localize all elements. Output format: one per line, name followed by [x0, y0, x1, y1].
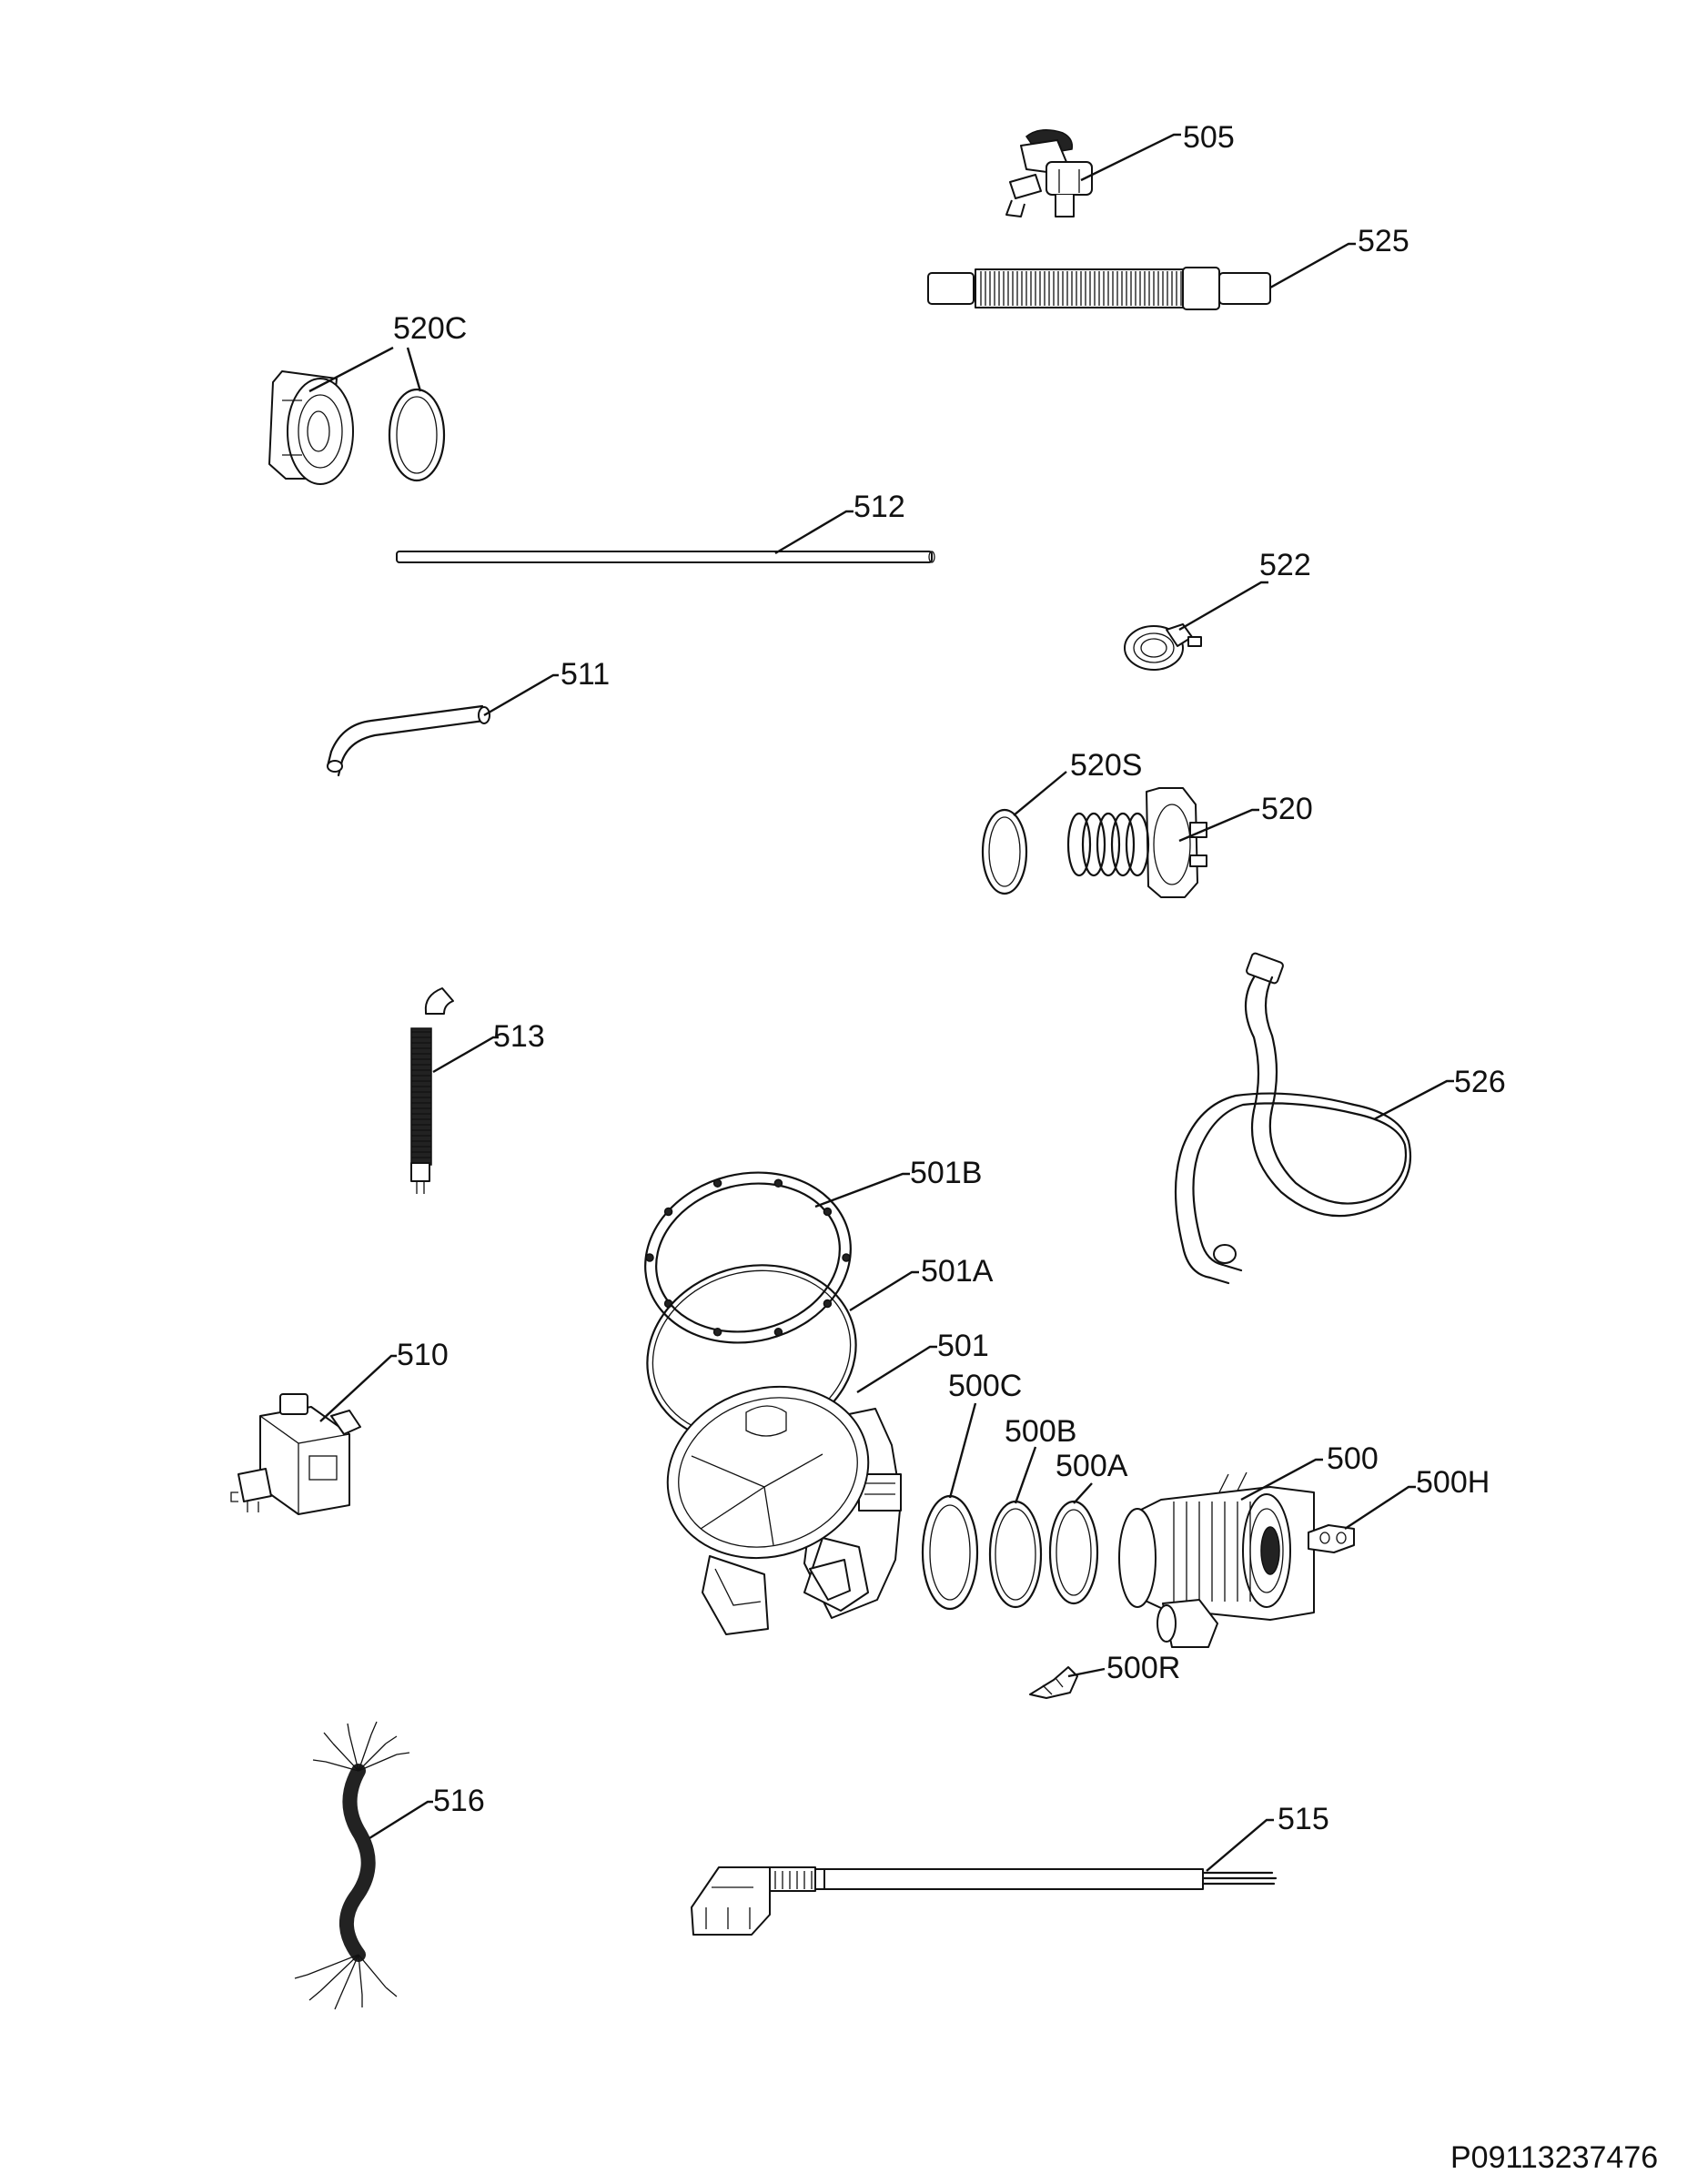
label-520C: 520C	[393, 311, 467, 346]
label-522: 522	[1259, 548, 1311, 582]
part-515-mains-cable	[691, 1866, 1278, 1936]
label-520: 520	[1261, 792, 1313, 826]
label-510: 510	[397, 1338, 449, 1372]
label-500: 500	[1327, 1441, 1379, 1476]
leader-522	[1178, 581, 1268, 632]
label-500C: 500C	[948, 1369, 1022, 1403]
leader-501B	[814, 1172, 910, 1208]
part-500H-clip	[1308, 1524, 1355, 1553]
leader-512	[774, 510, 854, 555]
leader-500C	[948, 1402, 977, 1499]
leader-501A	[849, 1270, 919, 1312]
part-526-drain-hose	[1174, 952, 1412, 1285]
frame-clip	[773, 1178, 783, 1188]
part-500B-ring	[988, 1500, 1043, 1609]
leader-505	[1080, 133, 1181, 182]
label-501A: 501A	[921, 1254, 994, 1289]
spring-coil	[1066, 812, 1092, 877]
part-500C-ring	[921, 1494, 979, 1611]
label-525: 525	[1358, 224, 1409, 258]
leader-520C-b	[406, 347, 422, 392]
frame-clip	[712, 1328, 722, 1337]
label-512: 512	[854, 490, 905, 524]
spring-coil	[1096, 812, 1121, 877]
label-501B: 501B	[910, 1156, 982, 1190]
leader-500R	[1067, 1667, 1106, 1678]
leader-511	[483, 673, 559, 717]
leader-520S	[1013, 771, 1067, 816]
leader-500A	[1073, 1482, 1093, 1504]
part-522-nut	[1124, 623, 1202, 671]
frame-clip	[645, 1253, 654, 1262]
leader-500H	[1344, 1485, 1416, 1531]
leader-520C-a	[308, 346, 394, 393]
leader-500	[1240, 1458, 1323, 1502]
part-500A-ring	[1048, 1500, 1099, 1605]
part-525-corrugated-hose	[927, 267, 1271, 310]
drawing-code: P09113237476	[1450, 2140, 1658, 2175]
frame-clip	[663, 1207, 673, 1217]
spring-coil	[1110, 812, 1136, 877]
leader-501	[856, 1345, 937, 1394]
part-520C-connector	[268, 370, 446, 485]
frame-clip	[823, 1207, 833, 1217]
part-505-valve	[1005, 129, 1093, 217]
leader-515	[1206, 1818, 1274, 1872]
part-500R-rotor	[1029, 1666, 1078, 1699]
label-500A: 500A	[1056, 1449, 1128, 1483]
spring-coil	[1081, 812, 1106, 877]
part-500-pump-motor	[1118, 1471, 1315, 1648]
leader-520	[1178, 808, 1259, 843]
leader-513	[432, 1036, 499, 1074]
leader-525	[1269, 242, 1356, 289]
part-512-rod	[396, 551, 935, 563]
label-520S: 520S	[1070, 748, 1142, 783]
leader-516	[369, 1800, 433, 1840]
label-500B: 500B	[1005, 1414, 1076, 1449]
part-501B-frame-ring	[644, 1171, 852, 1344]
label-513: 513	[493, 1019, 545, 1054]
part-520-heater-connector	[1066, 787, 1207, 898]
part-520S-seal	[981, 808, 1028, 895]
part-516-wiring-harness	[294, 1721, 410, 2010]
label-515: 515	[1278, 1802, 1329, 1836]
part-501-sump	[666, 1385, 902, 1635]
part-511-bent-tube	[326, 704, 490, 777]
part-513-short-hose	[410, 987, 454, 1194]
label-511: 511	[561, 657, 610, 692]
frame-clip	[773, 1328, 783, 1337]
label-516: 516	[433, 1784, 485, 1818]
frame-clip	[842, 1253, 851, 1262]
label-500H: 500H	[1416, 1465, 1490, 1500]
leader-510	[319, 1354, 397, 1422]
leader-526	[1373, 1079, 1454, 1121]
label-505: 505	[1183, 120, 1235, 155]
spring-coil	[1125, 812, 1150, 877]
label-526: 526	[1454, 1065, 1506, 1099]
label-501: 501	[937, 1329, 989, 1363]
label-500R: 500R	[1106, 1651, 1180, 1685]
frame-clip	[712, 1178, 722, 1188]
leader-500B	[1014, 1446, 1037, 1504]
part-510-pressure-switch	[230, 1393, 361, 1515]
frame-clip	[823, 1299, 833, 1309]
